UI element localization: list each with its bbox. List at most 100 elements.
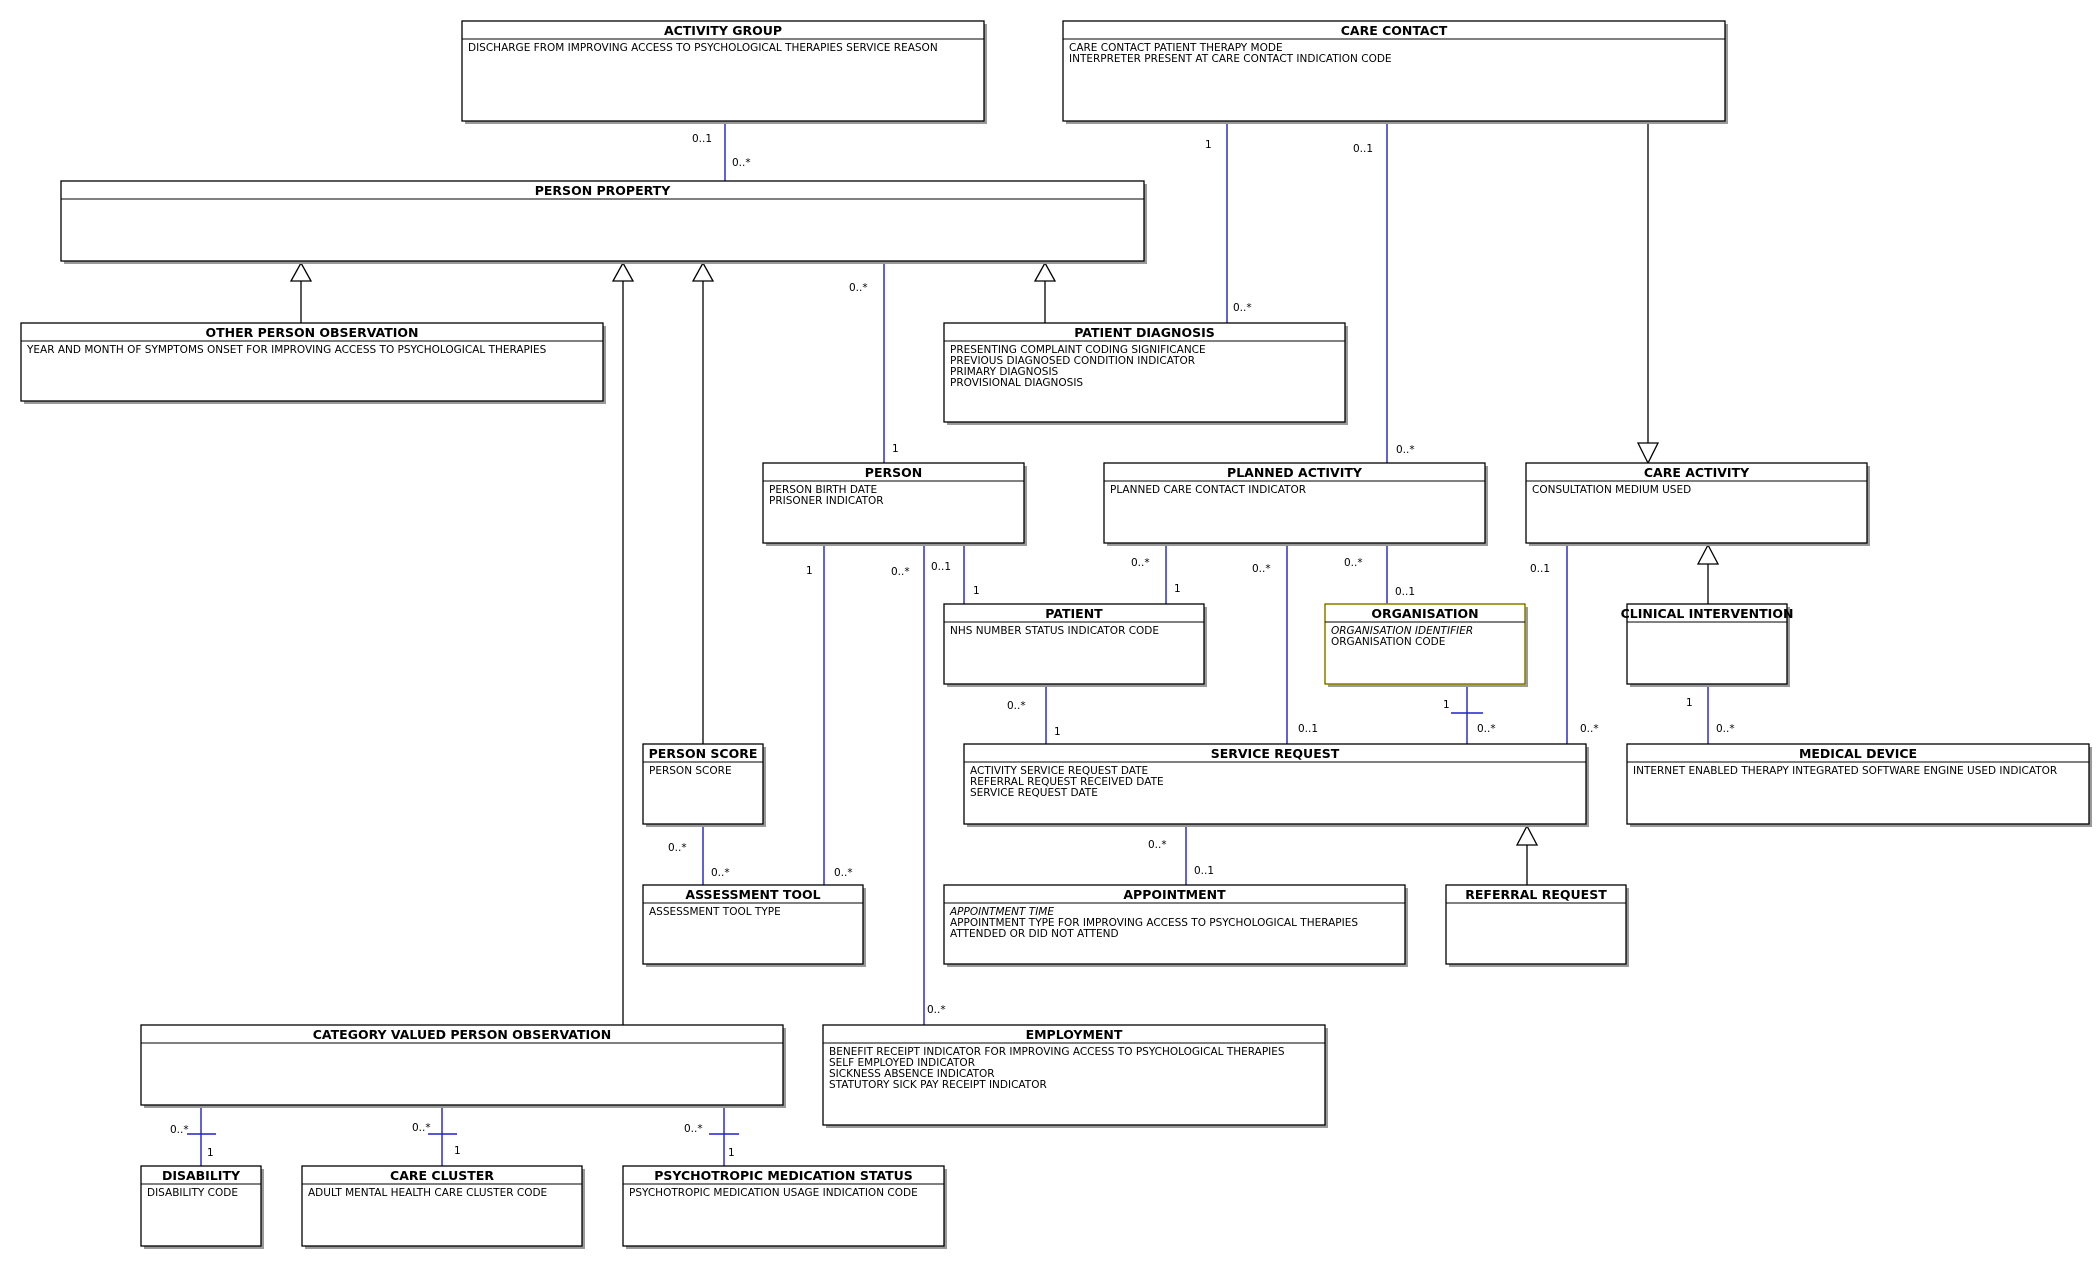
generalization-arrow: [1033, 261, 1057, 282]
class-title: PATIENT: [1045, 606, 1103, 621]
mult-label: 1: [1443, 699, 1450, 711]
class-attribute: PSYCHOTROPIC MEDICATION USAGE INDICATION…: [629, 1187, 918, 1199]
class-box-outline: [1324, 603, 1526, 685]
class-attribute: PRISONER INDICATOR: [769, 495, 884, 507]
mult-label: 1: [806, 565, 813, 577]
assoc-planned-activity-service-request: 0..* 0..1: [1252, 544, 1318, 744]
assoc-activity-group-person-property: 0..1 0..*: [692, 123, 751, 181]
mult-label: 0..1: [1353, 143, 1373, 155]
class-box: [60, 180, 1145, 262]
mult-label: 0..*: [732, 157, 751, 169]
class-box: [642, 884, 864, 965]
class-title: PSYCHOTROPIC MEDICATION STATUS: [654, 1168, 913, 1183]
class-title: ASSESSMENT TOOL: [685, 887, 820, 902]
class-box: [1525, 462, 1868, 544]
class-attribute: SICKNESS ABSENCE INDICATOR: [829, 1068, 995, 1080]
assoc-care-activity-service-request: 0..1 0..*: [1530, 544, 1599, 744]
class-referral-request[interactable]: REFERRAL REQUEST: [1445, 884, 1629, 967]
class-box: [140, 1165, 262, 1247]
class-title: REFERRAL REQUEST: [1465, 887, 1607, 902]
mult-label: 1: [207, 1147, 214, 1159]
class-title: DISABILITY: [162, 1168, 241, 1183]
class-category-valued-person-observation[interactable]: CATEGORY VALUED PERSON OBSERVATION: [140, 1024, 786, 1108]
class-title: PATIENT DIAGNOSIS: [1074, 325, 1214, 340]
class-box: [622, 1165, 945, 1247]
class-attribute: YEAR AND MONTH OF SYMPTOMS ONSET FOR IMP…: [26, 344, 547, 356]
class-assessment-tool[interactable]: ASSESSMENT TOOL ASSESSMENT TOOL TYPE: [642, 884, 866, 967]
class-person-property[interactable]: PERSON PROPERTY: [60, 180, 1147, 264]
class-box: [140, 1024, 784, 1106]
assoc-category-observation-disability: 0..* 1: [170, 1106, 216, 1166]
class-box: [1445, 884, 1627, 965]
mult-label: 0..*: [891, 566, 910, 578]
class-title: PERSON SCORE: [649, 746, 758, 761]
class-attribute: PREVIOUS DIAGNOSED CONDITION INDICATOR: [950, 355, 1195, 367]
connectors: 0..1 0..* 1 0..* 0..1 0..* 0..* 1 0..1 1…: [170, 123, 1735, 1166]
mult-label: 0..1: [1194, 865, 1214, 877]
class-psychotropic-medication-status[interactable]: PSYCHOTROPIC MEDICATION STATUS PSYCHOTROP…: [622, 1165, 947, 1249]
mult-label: 1: [973, 585, 980, 597]
assoc-person-patient: 0..1 1: [931, 544, 980, 604]
class-title: CATEGORY VALUED PERSON OBSERVATION: [313, 1027, 612, 1042]
generalization-arrow: [1696, 543, 1720, 565]
generalization-arrow: [611, 261, 635, 282]
gen-other-observation-person-property: [289, 261, 313, 323]
class-title: CARE ACTIVITY: [1644, 465, 1750, 480]
class-attribute: PERSON BIRTH DATE: [769, 484, 877, 496]
gen-patient-diagnosis-person-property: [1033, 261, 1057, 323]
class-title: CLINICAL INTERVENTION: [1621, 606, 1794, 621]
class-attribute: INTERNET ENABLED THERAPY INTEGRATED SOFT…: [1633, 765, 2057, 777]
mult-label: 1: [1054, 726, 1061, 738]
class-attribute: APPOINTMENT TYPE FOR IMPROVING ACCESS TO…: [950, 917, 1358, 929]
mult-label: 0..*: [1477, 723, 1496, 735]
class-attribute: BENEFIT RECEIPT INDICATOR FOR IMPROVING …: [829, 1046, 1285, 1058]
assoc-planned-activity-patient: 0..* 1: [1131, 544, 1181, 604]
class-box: [822, 1024, 1326, 1126]
assoc-person-assessment-tool: 1 0..*: [806, 544, 853, 885]
mult-label: 0..1: [692, 133, 712, 145]
class-attribute: ASSESSMENT TOOL TYPE: [649, 906, 781, 918]
class-title: CARE CLUSTER: [390, 1168, 494, 1183]
class-title: PERSON PROPERTY: [535, 183, 671, 198]
assoc-service-request-appointment: 0..* 0..1: [1148, 825, 1214, 885]
class-attribute: PRIMARY DIAGNOSIS: [950, 366, 1059, 378]
class-attribute: APPOINTMENT TIME: [949, 906, 1054, 918]
gen-person-score-person-property: [691, 261, 715, 744]
mult-label: 0..*: [412, 1122, 431, 1134]
assoc-patient-service-request: 0..* 1: [1007, 685, 1061, 744]
class-attribute: ORGANISATION IDENTIFIER: [1331, 625, 1473, 637]
class-box: [943, 884, 1406, 965]
mult-label: 0..*: [927, 1004, 946, 1016]
gen-category-observation-person-property: [611, 261, 635, 1025]
class-attribute: ORGANISATION CODE: [1331, 636, 1445, 648]
assoc-category-observation-psychotropic: 0..* 1: [684, 1106, 739, 1166]
assoc-organisation-service-request: 1 0..*: [1443, 685, 1496, 744]
mult-label: 0..*: [1233, 302, 1252, 314]
mult-label: 0..*: [1148, 839, 1167, 851]
class-box: [943, 603, 1205, 685]
class-care-activity[interactable]: CARE ACTIVITY CONSULTATION MEDIUM USED: [1525, 462, 1870, 546]
class-title: CARE CONTACT: [1341, 23, 1448, 38]
class-attribute: REFERRAL REQUEST RECEIVED DATE: [970, 776, 1164, 788]
class-attribute: CONSULTATION MEDIUM USED: [1532, 484, 1691, 496]
assoc-person-score-assessment-tool: 0..* 0..*: [668, 825, 730, 885]
class-clinical-intervention[interactable]: CLINICAL INTERVENTION: [1621, 603, 1794, 687]
